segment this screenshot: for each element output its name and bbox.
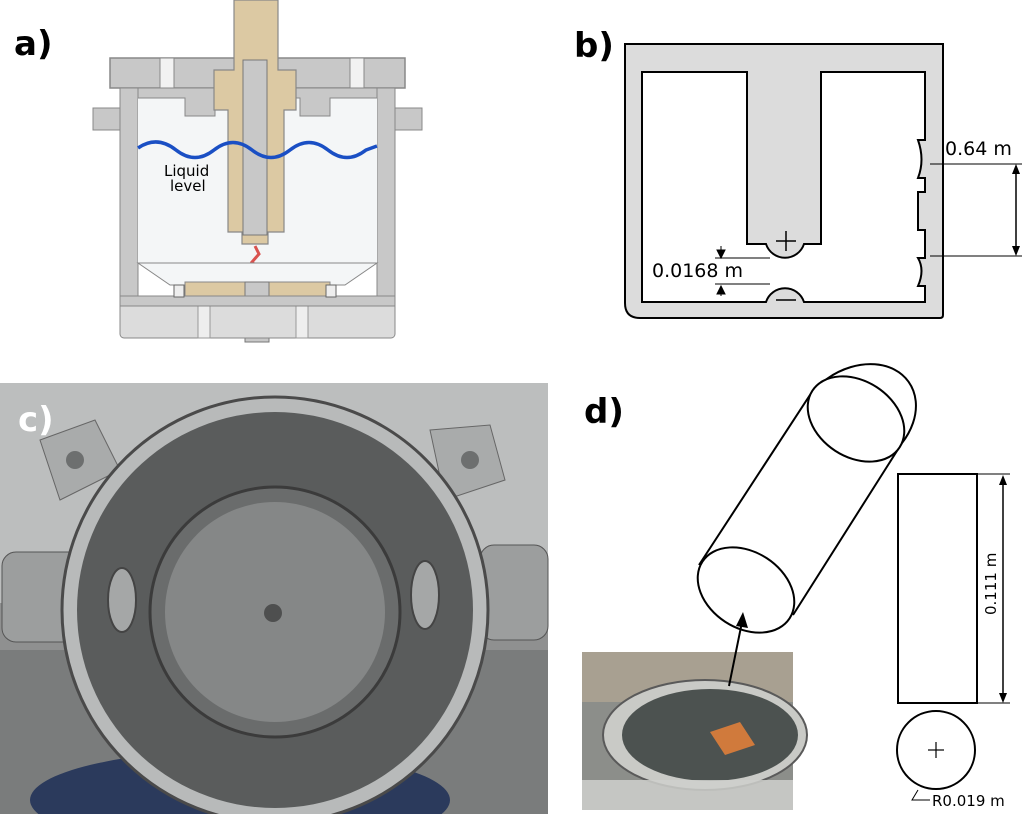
gap-arrow-bottom [716, 284, 726, 296]
panel-label-d: d) [584, 392, 624, 432]
port-right [391, 107, 423, 131]
panel-c-photo [0, 383, 549, 814]
length-dimension-label: 0.111 m [982, 553, 1000, 615]
cylinder-side-view [897, 473, 978, 704]
port-left [92, 107, 124, 131]
vessel-wall-left [119, 87, 139, 299]
inset-plate-surface [622, 689, 798, 781]
inner-port-left [107, 567, 137, 633]
liquid-level-label-line1: Liquid [164, 162, 209, 180]
side-port-right [479, 544, 549, 641]
bolt-right [461, 451, 479, 469]
schematic-shell [624, 43, 944, 319]
cylinder-bottom-end [696, 546, 796, 634]
gap-dimension-label: 0.0168 m [652, 260, 743, 282]
cylinder-top-end [806, 375, 906, 463]
liquid-level-line [137, 140, 378, 160]
panel-label-a: a) [14, 24, 53, 64]
inner-port-right [410, 560, 440, 630]
lid-bolt-left [159, 57, 175, 89]
liquid-level-label-line2: level [170, 177, 206, 195]
arrow-icon [728, 621, 743, 687]
length-arrow-top [999, 475, 1007, 485]
length-arrow-bottom [999, 693, 1007, 703]
lid-bolt-right [349, 57, 365, 89]
base-flange [119, 295, 396, 307]
center-electrode [264, 604, 282, 622]
height-arrow-top [1012, 164, 1020, 174]
height-arrow-bottom [1012, 246, 1020, 256]
radius-dimension-label: R0.019 m [932, 792, 1005, 810]
inset-floor [582, 780, 793, 810]
radius-leader [911, 789, 930, 801]
panel-a-cross-section: Liquid level [92, 0, 423, 343]
panel-d-geometry: 0.111 m R0.019 m [582, 363, 1010, 810]
bottom-funnel [136, 262, 379, 286]
gap-arrow-top [716, 246, 726, 260]
vessel-wall-right [376, 87, 396, 299]
bolt-left [66, 451, 84, 469]
fitting-left [173, 284, 185, 298]
panel-b-schematic: 0.0168 m 0.64 m [624, 43, 1022, 319]
inner-lid [137, 87, 378, 117]
panel-label-b: b) [574, 26, 614, 66]
height-dimension-label: 0.64 m [945, 138, 1012, 160]
panel-label-c: c) [18, 400, 54, 440]
arrow-icon-head [736, 612, 748, 628]
inset-copper-trace [710, 722, 755, 755]
fitting-right [325, 284, 337, 298]
